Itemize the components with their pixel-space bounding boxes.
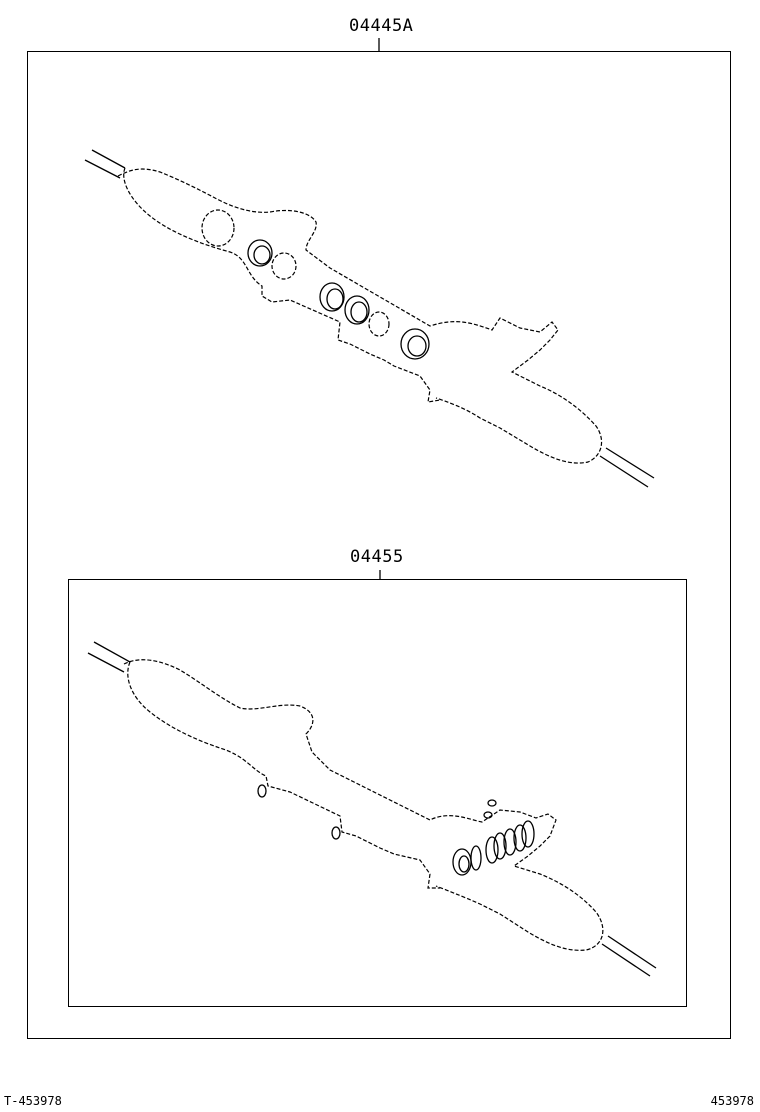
outer-kit-frame	[27, 51, 731, 1039]
footer-right-code: 453978	[710, 1094, 754, 1108]
outer-kit-part-number: 04445A	[349, 16, 414, 36]
footer-left-code: T-453978	[4, 1094, 62, 1108]
steering-rack-upper-illustration	[84, 149, 655, 488]
inner-kit-frame	[68, 579, 687, 1007]
steering-rack-lower-illustration	[87, 641, 657, 977]
inner-kit-part-number: 04455	[350, 547, 404, 567]
